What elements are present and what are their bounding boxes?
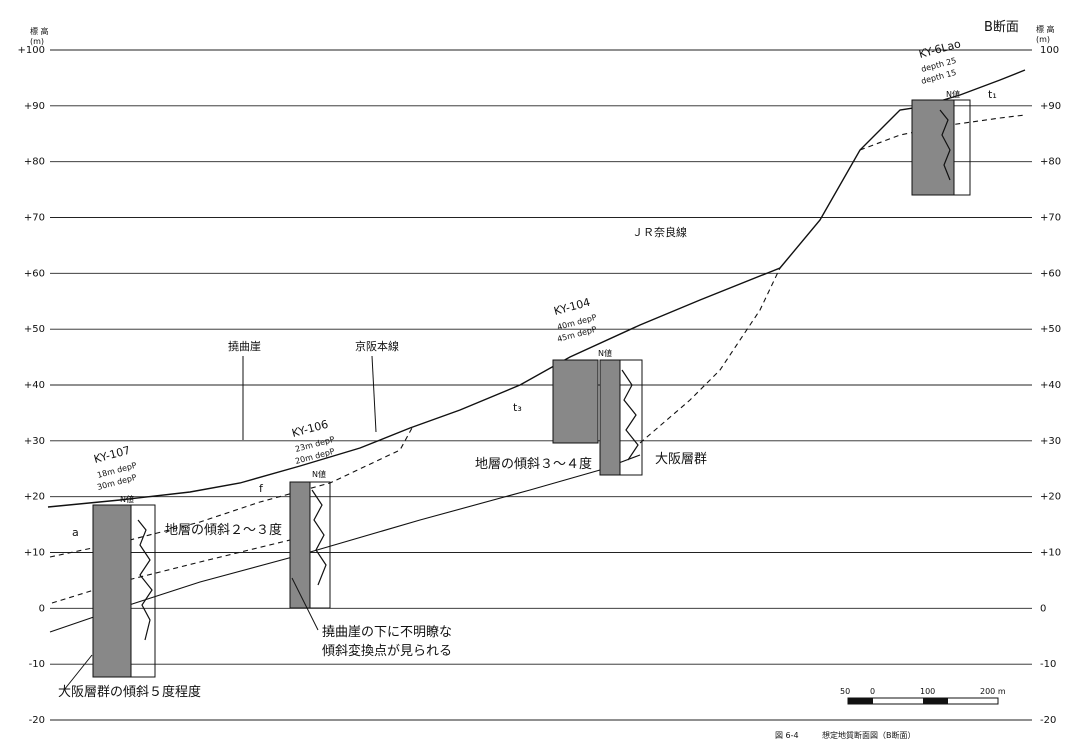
right-tick-label: +50 [1040,324,1061,335]
scale-label-0: 0 [870,687,875,696]
left-tick-label: +70 [24,213,45,224]
t1-label: t₁ [988,88,997,101]
left-elevation-axis: +100+90+80+70+60+50+40+30+20+100-10-20 [18,45,45,726]
ground-surface-line [47,69,1026,508]
osaka-group-label: 大阪層群 [655,452,707,467]
borehole-ky106: KY-106 23m depP 20m depP N値 [289,418,336,609]
keihan-line-label: 京阪本線 [355,339,399,353]
borehole-ky6: KY-6Lao depth 25 depth 15 N値 [911,37,971,196]
scale-bar: 50 0 100 200 m [840,687,1006,705]
left-tick-label: +20 [24,492,45,503]
section-title: B断面 [984,20,1019,35]
t3-label: t₃ [513,401,522,414]
left-tick-label: +10 [24,548,45,559]
n-value-label-107: N値 [120,494,134,504]
osaka-dip5-arrow [63,654,93,691]
dashed-boundary-lower [51,539,291,604]
n-value-label-106: N値 [312,469,326,479]
scale-label-50: 50 [840,687,850,696]
right-tick-label: -20 [1040,715,1056,726]
right-tick-label: +60 [1040,268,1061,279]
right-tick-label: +90 [1040,101,1061,112]
dip-3-4-label: 地層の傾斜３〜４度 [475,456,592,472]
right-tick-label: +20 [1040,492,1061,503]
right-tick-label: -10 [1040,659,1056,670]
elevation-grid [50,49,1032,721]
note-line-2: 傾斜変換点が見られる [322,643,452,659]
right-elev-label: 標 高 [1036,24,1055,34]
left-tick-label: +30 [24,436,45,447]
right-tick-label: +40 [1040,380,1061,391]
left-elev-unit: (m) [30,37,44,46]
right-tick-label: 100 [1040,45,1059,56]
left-tick-label: +100 [18,45,45,56]
borehole-id-ky6: KY-6Lao [917,37,962,61]
borehole-ky107: KY-107 18m depP 30m depP N値 [92,444,156,678]
flexure-cliff-label: 撓曲崖 [228,340,261,353]
right-elev-unit: (m) [1036,35,1050,44]
note-arrow [291,577,319,631]
osaka-group-boundary [49,454,641,633]
scale-label-200m: 200 m [980,687,1006,696]
right-tick-label: +10 [1040,548,1061,559]
left-tick-label: +50 [24,324,45,335]
n-value-label-104: N値 [598,348,612,358]
right-elevation-axis: 100 +90 +80 +70 +60 +50 +40 +30 +20 +10 0 -10 -20 [1040,45,1061,726]
a-label: a [72,526,79,539]
left-tick-label: +40 [24,380,45,391]
left-tick-label: 0 [39,603,45,614]
jr-line-label: ＪＲ奈良線 [632,225,687,239]
right-tick-label: +30 [1040,436,1061,447]
figure-caption: 想定地質断面図（B断面） [822,730,916,740]
keihan-line-arrow [371,355,377,433]
osaka-dip5-label: 大阪層群の傾斜５度程度 [58,684,201,700]
figure-number: 図 6-4 [775,731,799,740]
left-tick-label: -10 [29,659,45,670]
right-tick-label: +80 [1040,157,1061,168]
f-label: f [259,482,264,495]
left-tick-label: +90 [24,101,45,112]
right-tick-label: 0 [1040,603,1046,614]
n-value-label-ky6: N値 [946,89,960,99]
note-line-1: 撓曲崖の下に不明瞭な [322,625,452,640]
dashed-boundary-middle [639,267,781,444]
scale-label-100: 100 [920,687,935,696]
left-tick-label: +80 [24,157,45,168]
left-tick-label: +60 [24,268,45,279]
left-tick-label: -20 [29,715,45,726]
left-elev-label: 標 高 [30,26,49,36]
dip-2-3-label: 地層の傾斜２〜３度 [165,522,282,538]
right-tick-label: +70 [1040,213,1061,224]
